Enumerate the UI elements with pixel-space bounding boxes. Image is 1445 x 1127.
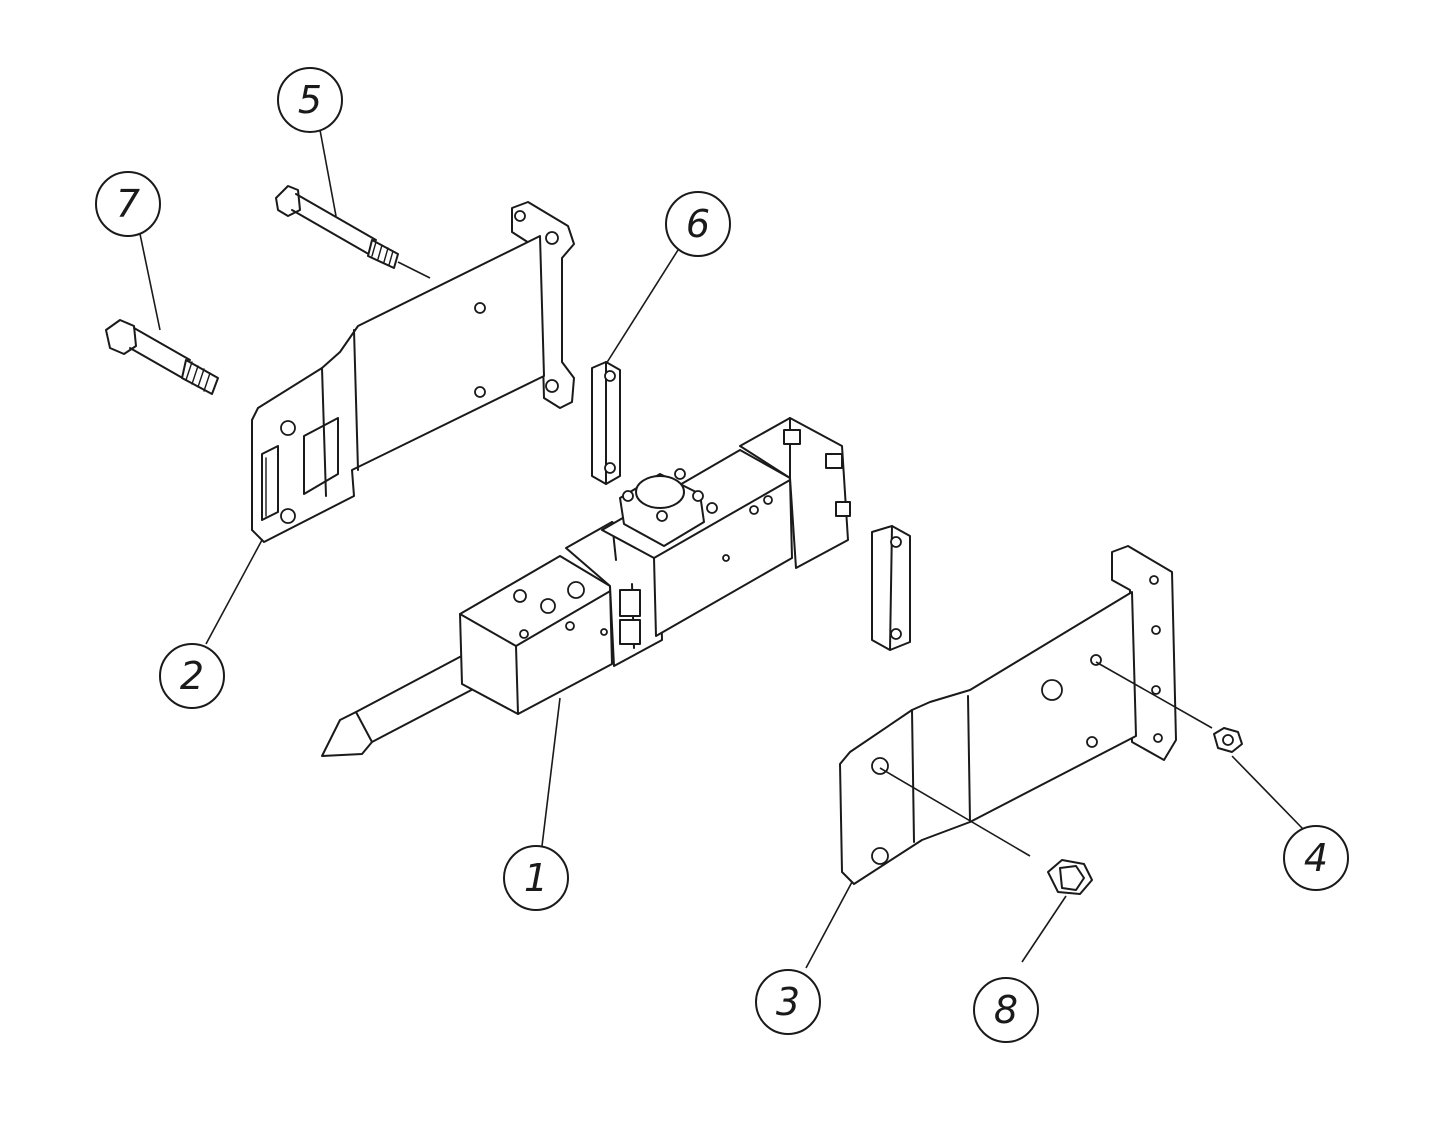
part-7-bolt [105, 319, 219, 395]
callout-7: 7 [95, 171, 161, 237]
svg-text:5: 5 [298, 78, 322, 122]
svg-text:7: 7 [116, 182, 140, 226]
callout-6: 6 [665, 191, 731, 257]
callout-5: 5 [277, 67, 343, 133]
part-4-nut [1213, 727, 1243, 753]
callout-4: 4 [1283, 825, 1349, 891]
part-1-hydraulic-breaker [321, 417, 851, 757]
part-2-mounting-plate [251, 201, 575, 543]
svg-text:8: 8 [994, 988, 1018, 1032]
svg-text:3: 3 [776, 980, 800, 1024]
callout-3: 3 [755, 969, 821, 1035]
svg-text:1: 1 [524, 856, 548, 900]
callout-2: 2 [159, 643, 225, 709]
svg-text:6: 6 [686, 202, 710, 246]
callout-1: 1 [503, 845, 569, 911]
svg-text:2: 2 [180, 654, 204, 698]
leader-lines [139, 129, 1305, 969]
svg-text:4: 4 [1304, 836, 1328, 880]
callout-8: 8 [973, 977, 1039, 1043]
part-6-spacer-bar-right [871, 525, 911, 651]
part-3-mounting-plate [839, 545, 1213, 885]
part-5-long-bolt [275, 185, 431, 279]
part-8-nut [1047, 859, 1093, 895]
part-6-spacer-bar [591, 361, 621, 485]
